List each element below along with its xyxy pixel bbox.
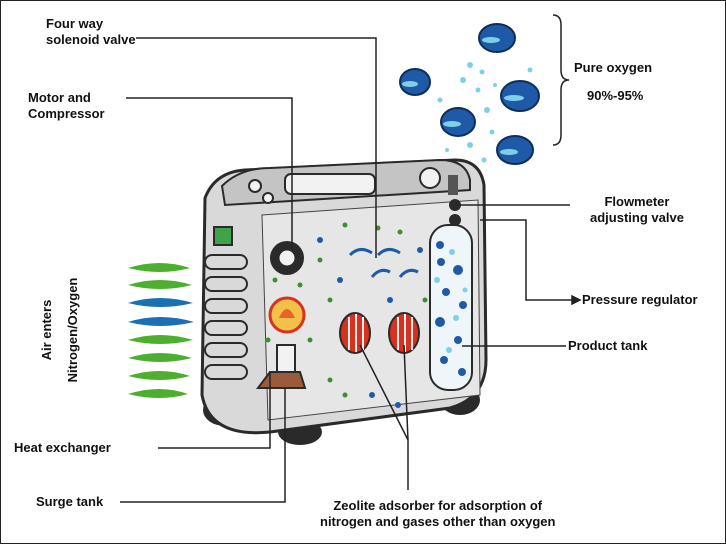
label-product-tank: Product tank bbox=[568, 338, 648, 353]
air-stream bbox=[128, 263, 194, 398]
label-pressure-regulator: Pressure regulator bbox=[582, 292, 698, 307]
label-surge-tank: Surge tank bbox=[36, 494, 104, 509]
label-oxygen-percent: 90%-95% bbox=[587, 88, 644, 103]
oxygen-concentrator bbox=[200, 158, 488, 445]
oxygen-molecules bbox=[399, 23, 540, 165]
label-nitrogen-oxygen: Nitrogen/Oxygen bbox=[65, 277, 80, 383]
label-pure-oxygen: Pure oxygen bbox=[574, 60, 653, 75]
label-heat-exchanger: Heat exchanger bbox=[14, 440, 111, 455]
label-four-way-solenoid-valve: Four way solenoid valve bbox=[46, 16, 136, 47]
label-motor-compressor: Motor and Compressor bbox=[28, 90, 105, 121]
leader-lines bbox=[120, 37, 582, 503]
zeolite-beds bbox=[339, 312, 420, 354]
label-zeolite-adsorber: Zeolite adsorber for adsorption of nitro… bbox=[320, 498, 556, 529]
oxygen-brace bbox=[552, 14, 570, 146]
label-air-enters: Air enters bbox=[39, 299, 54, 361]
label-flowmeter-adjusting-valve: Flowmeter adjusting valve bbox=[590, 194, 684, 225]
